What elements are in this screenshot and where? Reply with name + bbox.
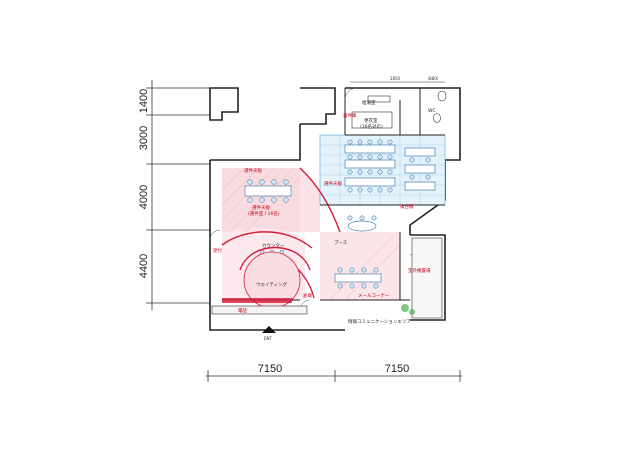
room-documents: 書件庫 [343,112,357,119]
room-reception: 受付 [213,247,222,254]
dim-bottom-2: 7150 [385,363,409,375]
dim-top-2: (880) [428,76,439,81]
room-pantry: 給湯室 [362,99,376,106]
dim-bottom-1: 7150 [258,363,282,375]
room-meeting: 選件天板 [252,204,270,211]
dim-left-3: 4000 [138,185,150,209]
room-mailbox: メールコーナー [358,293,390,299]
room-waiting: ウエイティング [256,281,288,288]
plants [401,304,415,315]
bottom-strip [211,298,308,315]
entry-label: ENT [264,336,273,341]
entrance-arrow-icon [262,326,276,333]
room-counter: カウンター [262,242,285,249]
room-wc: WC [428,108,436,114]
dim-left-4: 4400 [138,254,150,278]
bottom-dimension-line [206,370,462,382]
desk-rows [344,144,436,191]
dim-left-2: 3000 [138,126,150,150]
fixtures [351,90,447,319]
room-storage: 倉庫 [303,292,312,299]
chairs [247,139,431,289]
room-director-left: 選件天板 [244,167,262,174]
room-meeting-sub: (選件室 / 16名) [248,210,280,217]
room-locker: 更衣室 [364,117,378,124]
room-booth: ブース [334,239,348,246]
room-locker-sub: (16名対応) [360,123,383,130]
dim-top-1: 1850 [390,76,401,81]
room-entrance: 電話 [238,307,247,314]
room-outdoor-unit: 室外機置場 [408,267,431,274]
left-dimension-line [146,80,210,310]
dim-left-1: 1400 [138,89,150,113]
room-signage: 情報コミュニケーションエリア [348,318,411,325]
room-printer: 複合機 [400,203,414,210]
room-director-right: 選件天板 [324,180,342,187]
